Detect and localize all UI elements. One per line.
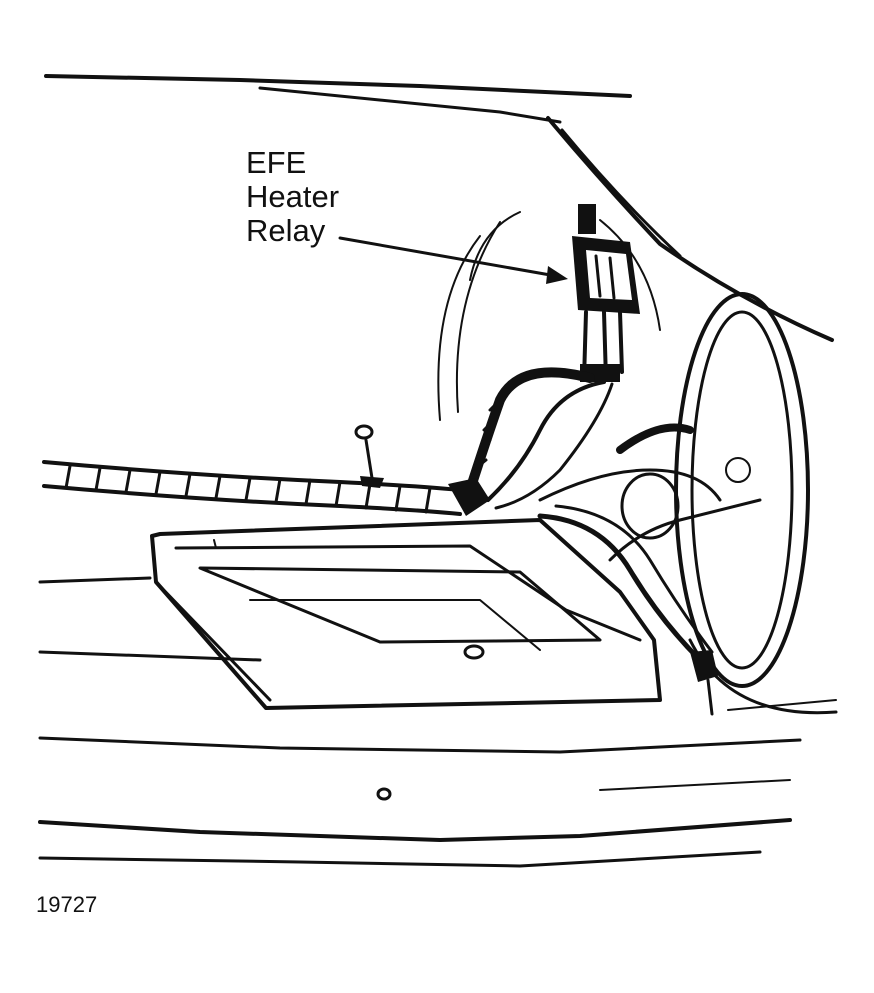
stud-post bbox=[354, 424, 384, 488]
shock-tower bbox=[437, 211, 661, 421]
wheel-well bbox=[674, 292, 838, 715]
relay-connector bbox=[572, 204, 640, 382]
callout-line-relay: Relay bbox=[246, 213, 326, 248]
lower-body-lines bbox=[38, 576, 802, 868]
right-cable bbox=[537, 504, 718, 716]
wiring-harness bbox=[465, 367, 762, 562]
relay-callout-label: EFE Heater Relay bbox=[246, 146, 339, 248]
figure-number: 19727 bbox=[36, 892, 98, 917]
callout-line-heater: Heater bbox=[246, 179, 340, 214]
callout-arrow bbox=[338, 236, 568, 284]
corrugated-conduit bbox=[42, 460, 490, 516]
callout-line-efe: EFE bbox=[246, 145, 307, 180]
hood-edge bbox=[44, 74, 834, 342]
control-module-box bbox=[150, 518, 662, 710]
